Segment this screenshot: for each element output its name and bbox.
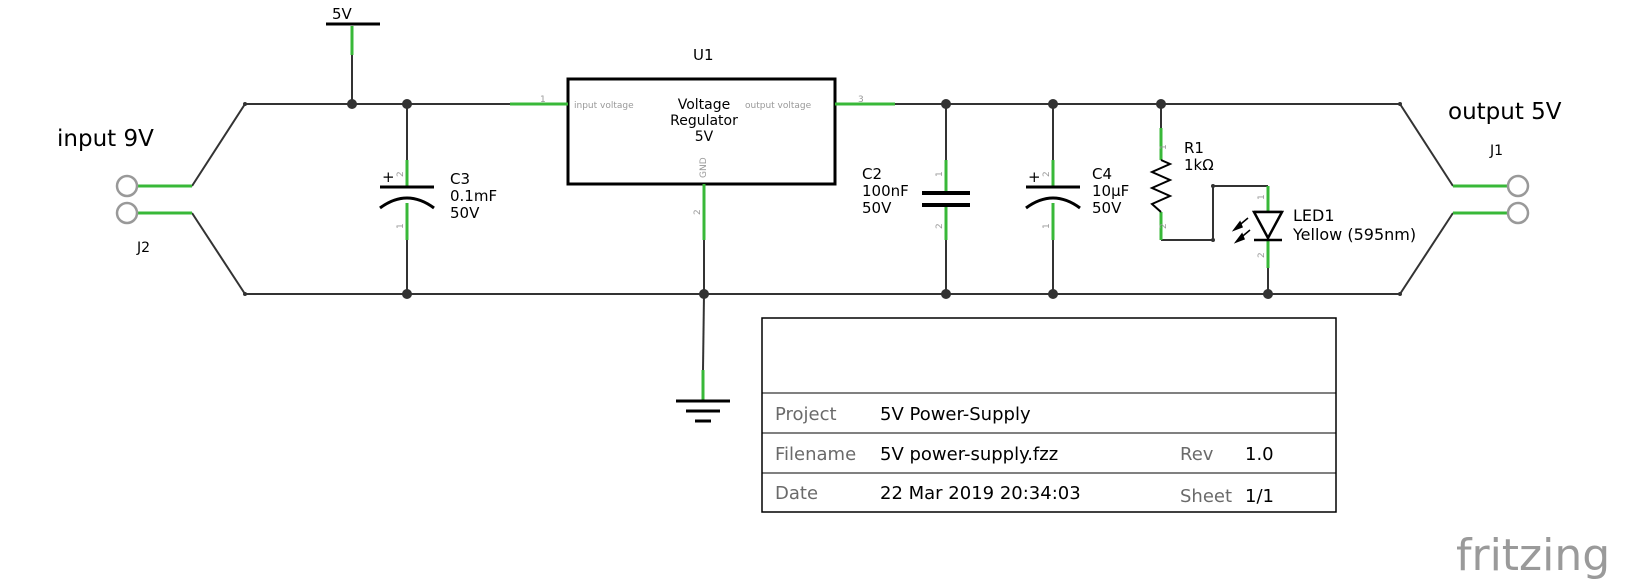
- c2-voltage: 50V: [862, 199, 892, 217]
- c4-pin-2: 2: [1042, 171, 1052, 177]
- u1-pin-gnd-label: GND: [699, 157, 709, 178]
- led1-value: Yellow (595nm): [1292, 225, 1416, 244]
- bend-point: [1398, 102, 1402, 106]
- bend-point: [243, 102, 247, 106]
- c4-voltage: 50V: [1092, 199, 1122, 217]
- j1-ref: J1: [1489, 143, 1503, 159]
- date-value: 22 Mar 2019 20:34:03: [880, 483, 1081, 504]
- led1-diode[interactable]: 1 2 LED1 Yellow (595nm): [1231, 186, 1416, 268]
- title-block: Project 5V Power-Supply Filename 5V powe…: [761, 317, 1337, 513]
- led1-pin-1: 1: [1257, 194, 1267, 200]
- c3-voltage: 50V: [450, 204, 480, 222]
- led1-ref: LED1: [1293, 206, 1335, 225]
- bend-point: [1211, 184, 1215, 188]
- u1-pin-out-label: output voltage: [745, 101, 812, 111]
- sheet-label: Sheet: [1180, 486, 1232, 507]
- output-diag-top: [1399, 103, 1454, 187]
- wires: [191, 55, 1454, 371]
- led1-triangle: [1251, 210, 1285, 241]
- ground-wire: [702, 293, 705, 371]
- c2-ref: C2: [862, 165, 882, 183]
- junction-dot: [347, 99, 357, 109]
- c3-plate-curved: [379, 196, 435, 210]
- project-label: Project: [775, 404, 837, 425]
- c2-pin-2: 2: [935, 223, 945, 229]
- r1-value: 1kΩ: [1184, 156, 1214, 174]
- u1-name-line2: Regulator: [670, 113, 738, 129]
- fritzing-watermark: fritzing: [1456, 530, 1610, 581]
- junction-dot: [1156, 99, 1166, 109]
- input-diag-bottom: [191, 212, 246, 295]
- u1-regulator[interactable]: U1 1 3 2 input voltage output voltage GN…: [510, 46, 895, 240]
- u1-pin-out-num: 3: [858, 95, 864, 105]
- supply-5v-symbol[interactable]: 5V: [326, 5, 380, 55]
- led1-emission-arrows: [1231, 217, 1251, 244]
- output-label: output 5V: [1448, 99, 1562, 125]
- j2-pin-1: [115, 174, 139, 198]
- u1-body: [566, 77, 837, 186]
- c3-ref: C3: [450, 170, 470, 188]
- u1-pin-in-label: input voltage: [574, 101, 634, 111]
- j1-pin-1: [1506, 174, 1530, 198]
- j1-connector[interactable]: J1: [1453, 143, 1530, 225]
- sheet-value: 1/1: [1245, 486, 1274, 507]
- junction-dot: [699, 289, 709, 299]
- r1-resistor[interactable]: 1 2 R1 1kΩ: [1149, 128, 1214, 240]
- j2-pin-2: [115, 201, 139, 225]
- bend-point: [1398, 292, 1402, 296]
- junction-dot: [1263, 289, 1273, 299]
- filename-label: Filename: [775, 444, 856, 465]
- output-diag-bottom: [1399, 212, 1454, 295]
- u1-pin-gnd-num: 2: [693, 209, 703, 215]
- r1-ref: R1: [1184, 139, 1204, 157]
- junction-dot: [941, 99, 951, 109]
- c3-pin-1: 1: [396, 223, 406, 229]
- c3-pin-2: 2: [396, 171, 406, 177]
- j2-connector[interactable]: J2: [115, 174, 192, 256]
- rev-label: Rev: [1180, 444, 1214, 465]
- ground-symbol[interactable]: [676, 370, 730, 423]
- c2-value: 100nF: [862, 182, 909, 200]
- c3-plus: +: [382, 168, 395, 186]
- title-block-frame: [761, 317, 1337, 513]
- r1-pin-2: 2: [1159, 223, 1169, 229]
- supply-label: 5V: [332, 5, 353, 23]
- u1-name-line1: Voltage: [678, 97, 731, 113]
- r1-led-wire: [1161, 185, 1268, 241]
- date-label: Date: [775, 483, 818, 504]
- junction-dot: [1048, 99, 1058, 109]
- c3-capacitor[interactable]: + 2 1 C3 0.1mF 50V: [379, 160, 497, 240]
- junction-dot: [941, 289, 951, 299]
- junction-dot: [402, 99, 412, 109]
- bend-point: [243, 292, 247, 296]
- input-label: input 9V: [57, 126, 154, 152]
- led1-pin-2: 2: [1257, 252, 1267, 258]
- r1-zigzag: [1149, 159, 1173, 213]
- c4-ref: C4: [1092, 165, 1112, 183]
- c4-pin-1: 1: [1042, 223, 1052, 229]
- c2-pin-1: 1: [935, 171, 945, 177]
- j1-pin-2: [1506, 201, 1530, 225]
- filename-value: 5V power-supply.fzz: [880, 444, 1058, 465]
- u1-pin-in-num: 1: [540, 95, 546, 105]
- c3-value: 0.1mF: [450, 187, 497, 205]
- input-diag-top: [191, 103, 246, 187]
- r1-pin-1: 1: [1159, 144, 1169, 150]
- u1-ref: U1: [693, 46, 714, 64]
- junction-dot: [1048, 289, 1058, 299]
- junctions: [243, 99, 1402, 299]
- project-value: 5V Power-Supply: [880, 404, 1031, 425]
- j2-ref: J2: [136, 240, 150, 256]
- rev-value: 1.0: [1245, 444, 1274, 465]
- c4-plate-curved: [1025, 196, 1081, 210]
- c2-capacitor[interactable]: 1 2 C2 100nF 50V: [862, 160, 970, 240]
- bend-point: [1211, 238, 1215, 242]
- junction-dot: [402, 289, 412, 299]
- u1-name-line3: 5V: [695, 129, 714, 145]
- c4-capacitor[interactable]: + 2 1 C4 10µF 50V: [1025, 160, 1129, 240]
- c4-plus: +: [1028, 168, 1041, 186]
- c4-value: 10µF: [1092, 182, 1129, 200]
